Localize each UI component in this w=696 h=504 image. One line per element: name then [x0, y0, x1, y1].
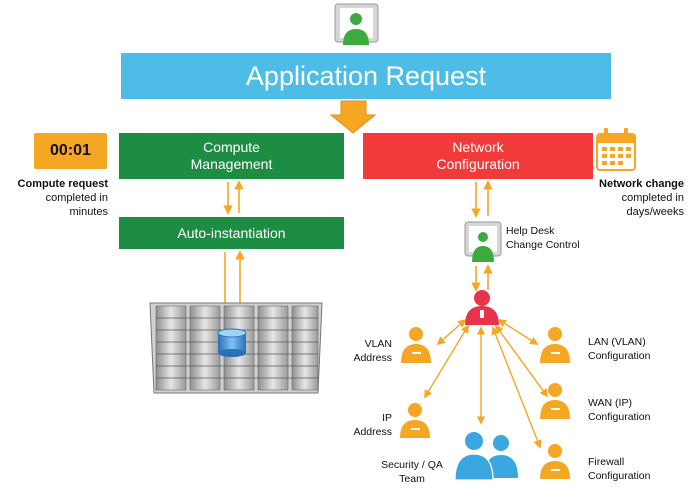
compute-note-bold: Compute request: [17, 178, 108, 190]
security-label: Security / QA Team: [372, 458, 452, 486]
network-configuration-box: Network Configuration: [363, 133, 593, 179]
lan-line1: LAN (VLAN): [588, 336, 646, 348]
banner-title: Application Request: [245, 60, 487, 91]
firewall-line1: Firewall: [588, 456, 625, 468]
compute-note-line2: completed in: [45, 192, 108, 204]
vlan-line1: VLAN: [364, 338, 392, 350]
vlan-label: VLAN Address: [350, 337, 392, 365]
compute-box-line2: Management: [190, 156, 273, 172]
timer-badge: 00:01: [34, 133, 107, 169]
security-line1: Security / QA: [381, 459, 443, 471]
firewall-label: Firewall Configuration: [588, 455, 650, 483]
database-icon: [217, 328, 247, 357]
network-box-line2: Configuration: [436, 156, 520, 172]
firewall-line2: Configuration: [588, 470, 651, 482]
network-arrows: [471, 180, 493, 292]
helpdesk-line2: Change Control: [506, 239, 580, 251]
helpdesk-monitor-icon: [464, 221, 502, 262]
down-arrow-icon: [329, 100, 377, 134]
auto-instantiation-label: Auto-instantiation: [177, 225, 286, 241]
wan-label: WAN (IP) Configuration: [588, 396, 650, 424]
spoke-arrows: [424, 318, 548, 449]
security-team-icon: [454, 432, 518, 481]
ip-label: IP Address: [350, 411, 392, 439]
compute-note-line3: minutes: [69, 206, 108, 218]
security-line2: Team: [399, 473, 425, 485]
ip-person-icon: [400, 403, 430, 438]
requester-monitor-icon: [334, 3, 379, 45]
compute-management-box: Compute Management: [119, 133, 344, 179]
network-note-line2: completed in: [621, 192, 684, 204]
wan-person-icon: [540, 383, 570, 419]
helpdesk-line1: Help Desk: [506, 225, 555, 237]
calendar-icon: [596, 128, 636, 171]
firewall-person-icon: [540, 444, 570, 479]
wan-line2: Configuration: [588, 411, 651, 423]
network-note-bold: Network change: [599, 178, 684, 190]
network-note: Network change completed in days/weeks: [586, 177, 684, 219]
compute-note: Compute request completed in minutes: [8, 177, 108, 219]
lan-label: LAN (VLAN) Configuration: [588, 335, 650, 363]
wan-line1: WAN (IP): [588, 397, 632, 409]
network-box-line1: Network: [452, 139, 504, 155]
lan-line2: Configuration: [588, 350, 651, 362]
helpdesk-label: Help Desk Change Control: [506, 224, 580, 252]
auto-instantiation-box: Auto-instantiation: [119, 217, 344, 249]
vlan-line2: Address: [353, 352, 392, 364]
lan-person-icon: [540, 327, 570, 363]
network-admin-icon: [465, 290, 499, 325]
application-request-banner: Application Request: [121, 53, 611, 99]
ip-line2: Address: [353, 426, 392, 438]
network-note-line3: days/weeks: [626, 206, 684, 218]
timer-value: 00:01: [50, 142, 91, 159]
compute-box-line1: Compute: [203, 139, 260, 155]
vlan-person-icon: [401, 327, 431, 363]
ip-line1: IP: [382, 412, 392, 424]
